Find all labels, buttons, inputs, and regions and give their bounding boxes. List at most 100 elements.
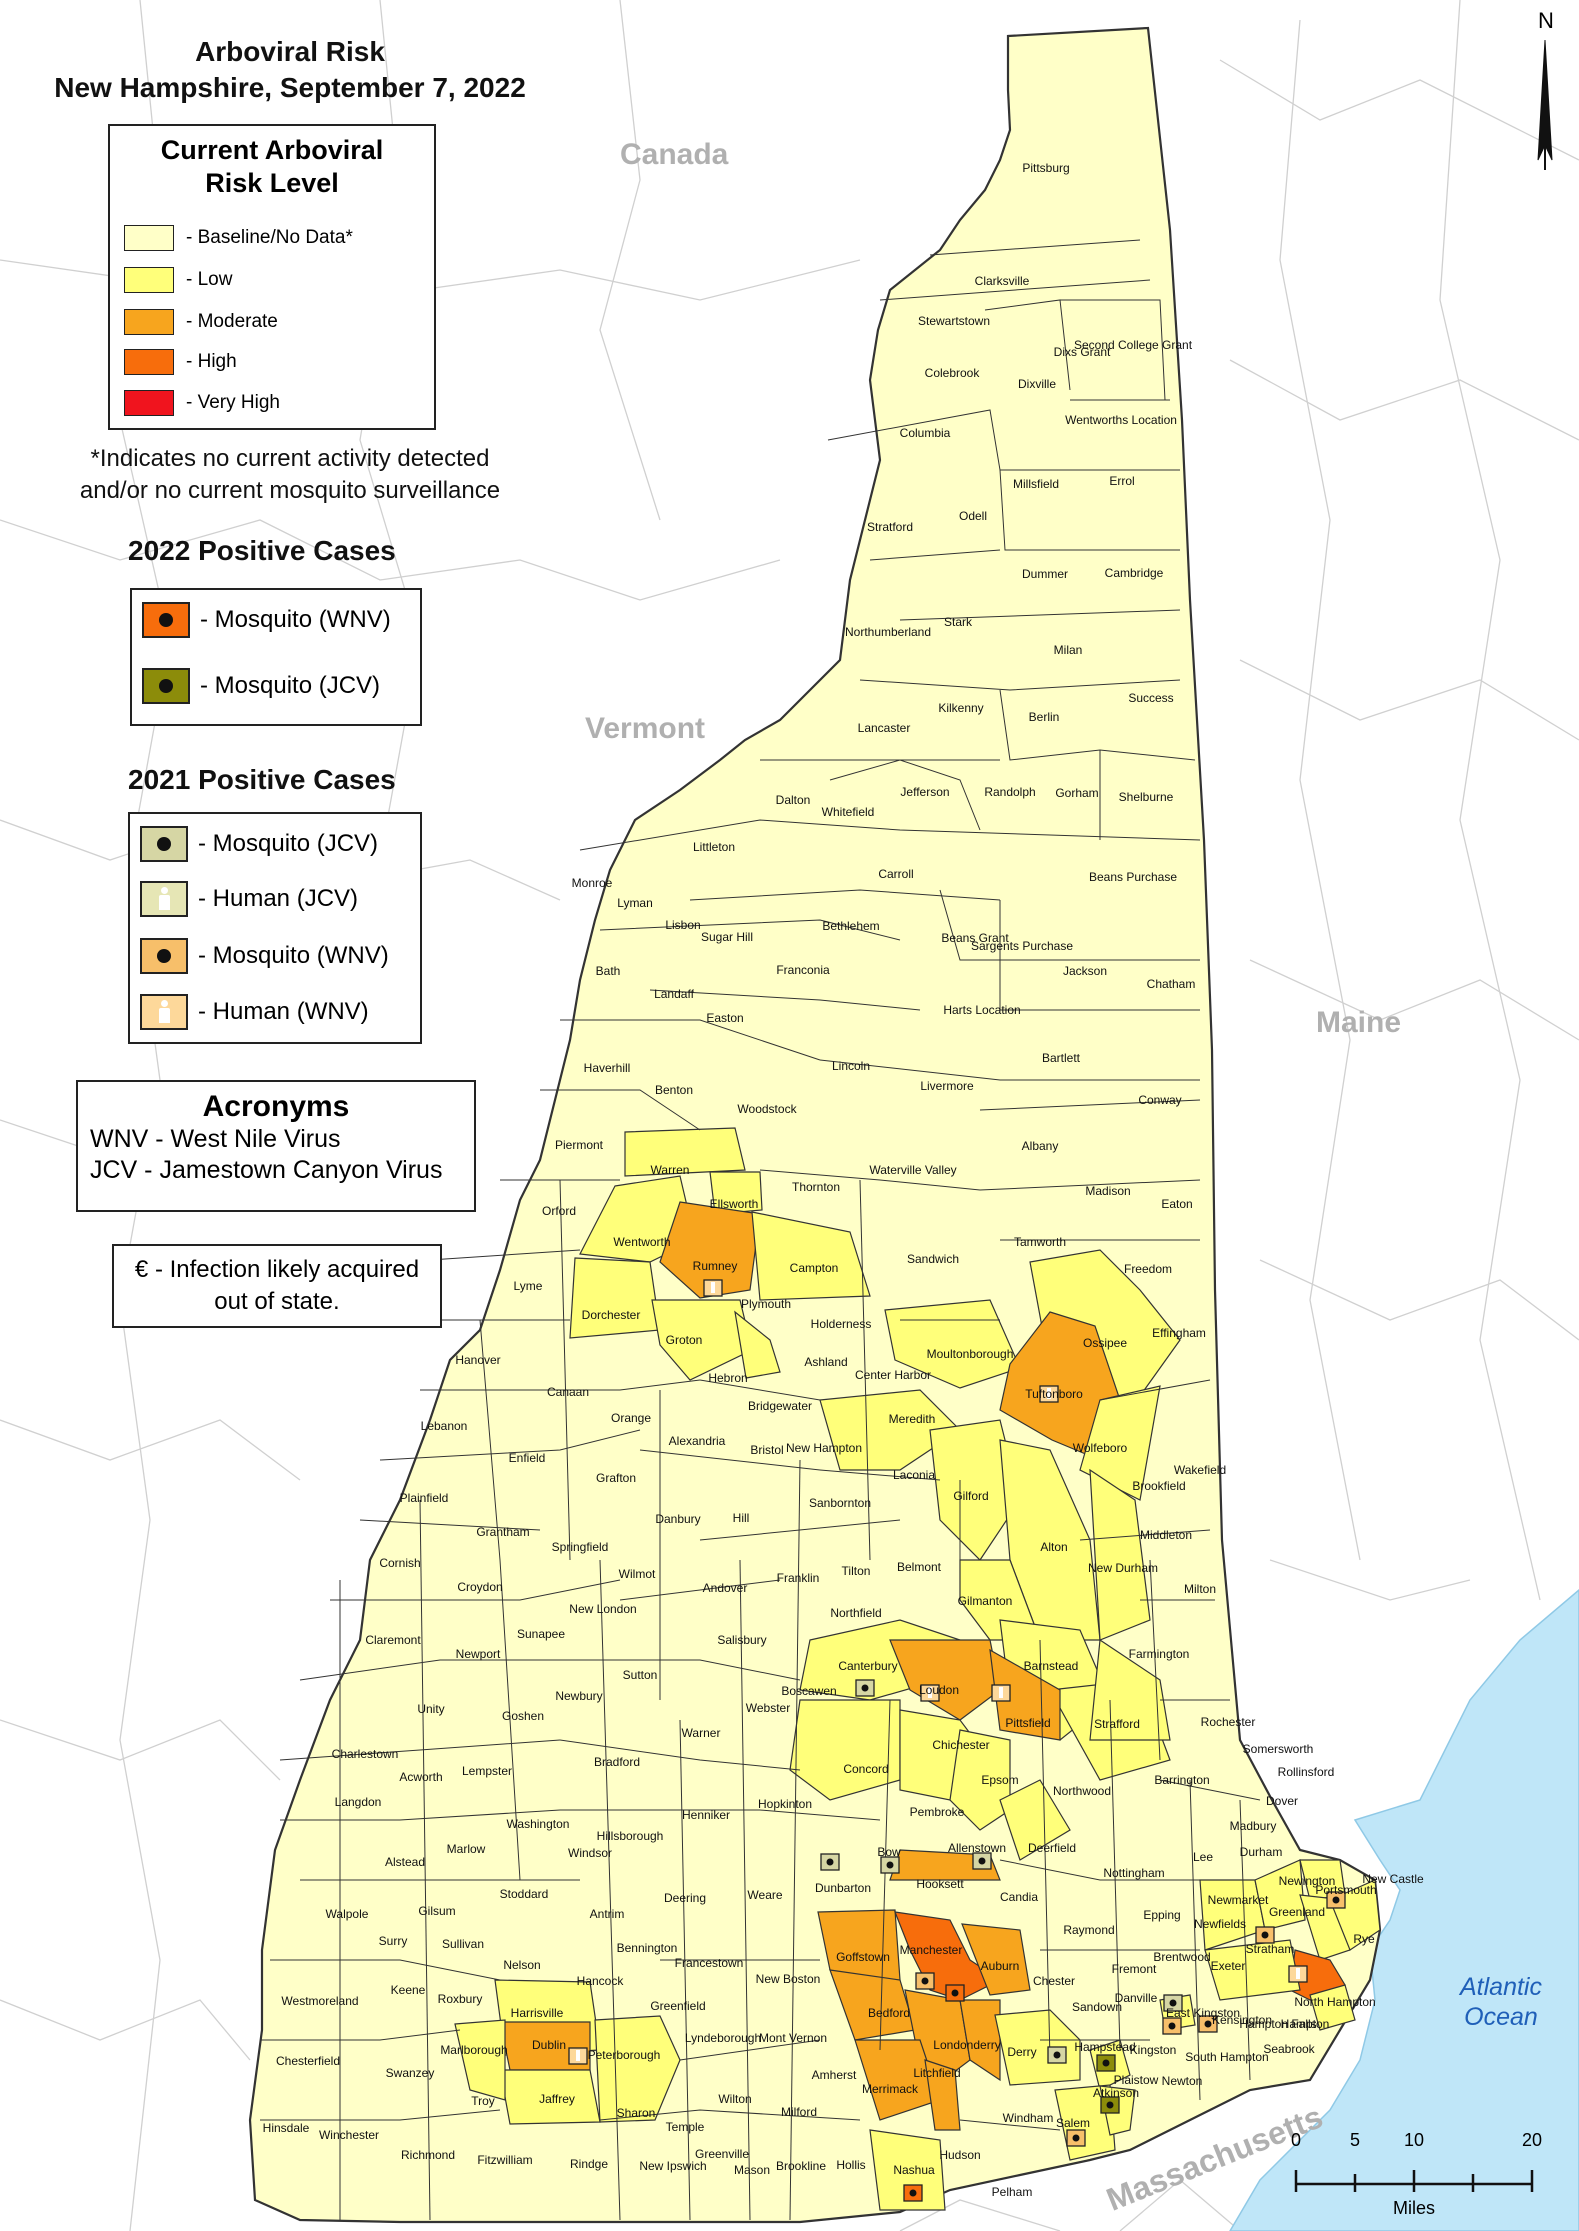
town-label: Tilton (841, 1564, 871, 1578)
person-icon (159, 887, 170, 911)
town-boundary (579, 819, 1201, 851)
town-label: Dixs Grant (1053, 345, 1111, 359)
town-label: Merrimack (862, 2082, 918, 2096)
town-label: Jefferson (900, 785, 950, 799)
town-label: Wakefield (1173, 1463, 1227, 1477)
town-label: Hampstead (1074, 2040, 1136, 2054)
town-label: Center Harbor (854, 1368, 932, 1382)
town-label: Laconia (892, 1468, 936, 1482)
mosquito-marker (1066, 2129, 1086, 2147)
dot-icon (1168, 2022, 1176, 2030)
mosquito-marker (1326, 1891, 1346, 1909)
town-label: Middleton (1139, 1528, 1193, 1542)
town-label: Atkinson (1092, 2086, 1140, 2100)
town-label: Goffstown (836, 1950, 890, 1964)
town-label: Dover (1265, 1794, 1299, 1808)
town-label: Hebron (708, 1371, 748, 1385)
town-label: Barrington (1154, 1773, 1210, 1787)
town-boundary (1060, 299, 1166, 401)
town-boundary (599, 2109, 861, 2121)
town-label: Newton (1161, 2074, 1203, 2088)
town-area-moderate (924, 2059, 961, 2131)
town-label: Boscawen (781, 1684, 837, 1698)
town-label: Roxbury (437, 1992, 483, 2006)
town-label: Bartlett (1041, 1051, 1081, 1065)
dot-icon (1261, 1931, 1269, 1939)
town-label: Walpole (325, 1907, 369, 1921)
town-boundary (649, 989, 921, 1011)
town-boundary (879, 279, 1151, 301)
town-area-moderate (989, 1648, 1061, 1741)
town-label: Chichester (932, 1738, 990, 1752)
town-boundary (959, 2119, 1061, 2131)
town-label: Plymouth (740, 1297, 792, 1311)
neighbor-boundary (1229, 359, 1579, 441)
mosquito-marker (820, 1853, 840, 1871)
town-boundary (270, 1959, 501, 1981)
human-marker (991, 1684, 1011, 1702)
town-area-low (789, 1699, 901, 1801)
neighbor-boundary (0, 1419, 301, 1481)
mosquito-marker (1096, 2054, 1116, 2072)
town-area-low (1254, 1859, 1306, 1931)
town-label: Easton (706, 1011, 744, 1025)
town-risk-areas (454, 1127, 1381, 2211)
town-label: Ashland (804, 1355, 848, 1369)
town-label: Windsor (567, 1846, 613, 1860)
town-area-low (1089, 1468, 1151, 1641)
town-area-low (999, 1779, 1071, 1861)
map-title: Arboviral Risk New Hampshire, September … (30, 34, 550, 106)
town-label: Andover (702, 1581, 748, 1595)
person-icon (928, 1687, 932, 1698)
town-boundary (479, 1319, 521, 1881)
town-label: Auburn (980, 1959, 1020, 1973)
legend-label: - Moderate (186, 311, 278, 332)
town-boundary (540, 1089, 701, 1131)
town-label: Meredith (888, 1412, 936, 1426)
mosquito-marker (903, 2184, 923, 2202)
town-label: Bennington (616, 1941, 678, 1955)
town-boundary (999, 689, 1196, 761)
town-boundary (759, 1169, 981, 1191)
town-label: Greenville (694, 2147, 750, 2161)
legend-item-very-high: - Very High (124, 389, 280, 417)
town-boundary (559, 1739, 801, 1771)
town-label: Stoddard (499, 1887, 549, 1901)
scale-tick-0: 0 (1290, 2130, 1302, 2150)
town-label: Nashua (893, 2163, 935, 2177)
town-boundary (679, 1719, 691, 2221)
town-label: Epping (1143, 1908, 1181, 1922)
town-label: Canaan (546, 1385, 590, 1399)
mosquito-marker (855, 1679, 875, 1697)
town-boundary (299, 1659, 560, 1681)
town-label: Antrim (589, 1907, 625, 1921)
town-label: Mont Vernon (758, 2031, 828, 2045)
case-2021-mosquito-jcv: - Mosquito (JCV) (140, 826, 378, 862)
town-label: Epsom (981, 1773, 1019, 1787)
town-boundary (619, 1579, 781, 1601)
town-label: Tamworth (1013, 1235, 1067, 1249)
town-label: Seabrook (1263, 2042, 1315, 2056)
town-label: Swanzey (385, 2066, 435, 2080)
town-label: Kilkenny (938, 701, 984, 715)
town-label: Orange (610, 1411, 652, 1425)
town-boundary (599, 1559, 621, 2221)
acronym-jcv: JCV - Jamestown Canyon Virus (90, 1156, 443, 1184)
scale-tick-20: 20 (1521, 2130, 1543, 2150)
town-label: Sunapee (516, 1627, 566, 1641)
town-label: Clarksville (974, 274, 1030, 288)
town-area-low (949, 1729, 1011, 1831)
town-label: Bradford (593, 1755, 641, 1769)
case-label: - Mosquito (JCV) (200, 672, 381, 699)
town-label: Belmont (896, 1560, 942, 1574)
town-label: Portsmouth (1315, 1883, 1377, 1897)
town-area-low (929, 1419, 1021, 1561)
neighbor-boundary (0, 519, 781, 601)
town-label: Brookline (775, 2159, 827, 2173)
risk-level-legend: Current Arboviral Risk Level - Baseline/… (108, 124, 436, 430)
town-boundary (559, 1179, 571, 1561)
dot-icon (159, 613, 173, 627)
mosquito-marker (1163, 1994, 1183, 2012)
town-label: Kingston (1129, 2043, 1177, 2057)
legend-label: - Low (186, 269, 233, 290)
